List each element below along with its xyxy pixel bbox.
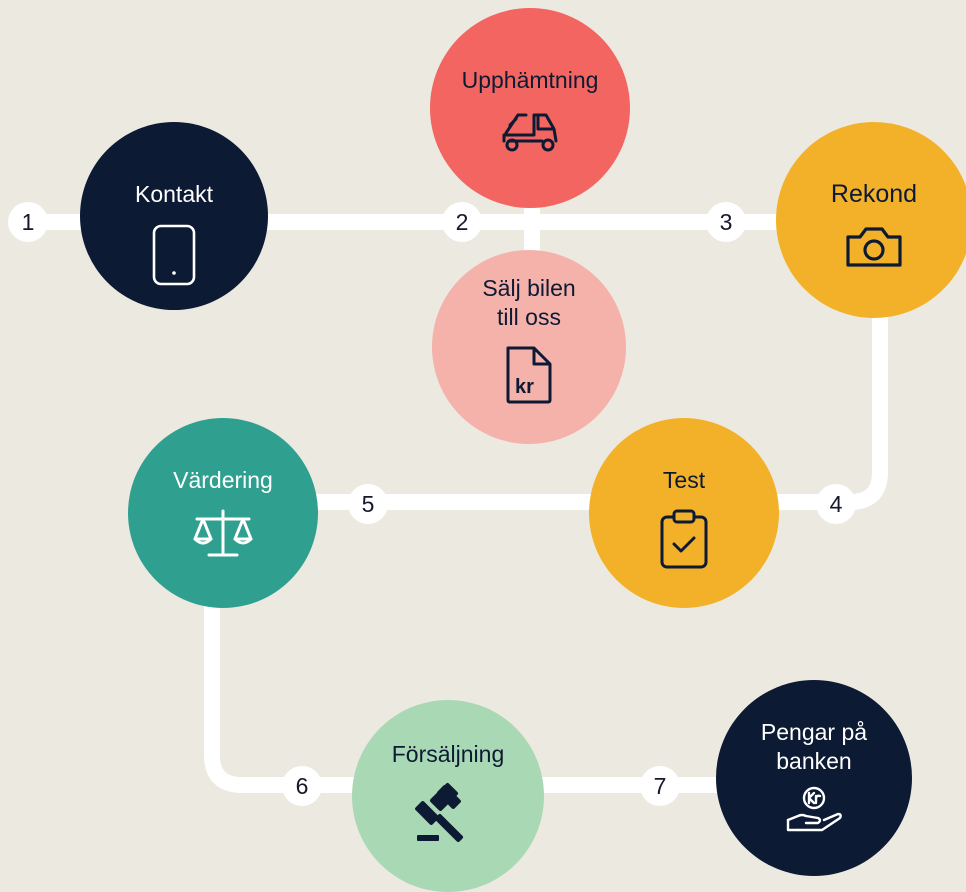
tow-truck-icon	[502, 113, 558, 152]
step-label-rekond: Rekond	[830, 180, 918, 208]
step-number-7: 7	[640, 766, 680, 806]
kr-document-icon: kr	[506, 346, 552, 404]
clipboard-check-icon	[660, 509, 708, 569]
hand-coin-icon	[786, 786, 842, 832]
scales-icon	[193, 509, 253, 557]
step-test: Test	[589, 418, 779, 608]
step-vardering: Värdering	[128, 418, 318, 608]
step-number-3: 3	[706, 202, 746, 242]
gavel-icon	[415, 782, 464, 843]
step-label-salj-bilen-line-1: Sälj bilen	[482, 275, 576, 301]
step-label-test: Test	[662, 467, 706, 493]
step-forsaljning: Försäljning	[352, 700, 544, 892]
step-number-1: 1	[8, 202, 48, 242]
connector-left-bend	[204, 552, 828, 793]
step-label-upphamtning: Upphämtning	[461, 67, 599, 93]
step-label-salj-bilen: Sälj bilen till oss	[482, 274, 575, 332]
step-number-4: 4	[816, 484, 856, 524]
step-label-kontakt: Kontakt	[135, 181, 213, 207]
step-salj-bilen: Sälj bilen till oss kr	[432, 250, 626, 444]
step-kontakt: Kontakt	[80, 122, 268, 310]
step-label-pengar-line-2: banken	[776, 748, 852, 774]
step-label-vardering: Värdering	[173, 467, 273, 493]
svg-text:kr: kr	[515, 376, 534, 398]
step-label-forsaljning: Försäljning	[391, 741, 505, 767]
step-number-5: 5	[348, 484, 388, 524]
tablet-icon	[152, 224, 196, 286]
step-label-pengar: Pengar på banken	[761, 718, 867, 776]
step-label-pengar-line-1: Pengar på	[760, 719, 868, 745]
step-number-6: 6	[282, 766, 322, 806]
camera-icon	[846, 227, 902, 267]
step-rekond: Rekond	[776, 122, 966, 318]
step-upphamtning: Upphämtning	[430, 8, 630, 208]
step-label-salj-bilen-line-2: till oss	[497, 304, 561, 330]
step-number-2: 2	[442, 202, 482, 242]
step-pengar: Pengar på banken	[716, 680, 912, 876]
